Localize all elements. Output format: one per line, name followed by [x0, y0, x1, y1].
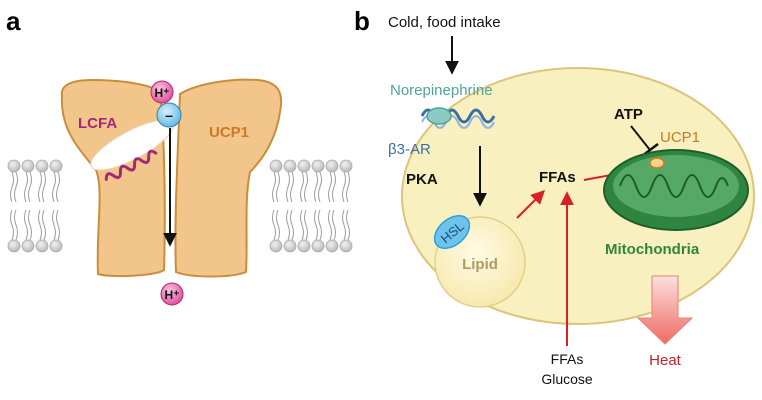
phospholipid-tail	[24, 209, 28, 241]
phospholipid-head	[7, 159, 21, 173]
phospholipid-tail	[286, 209, 290, 241]
proton-bottom: H⁺	[160, 282, 184, 306]
phospholipid-head	[325, 159, 339, 173]
phospholipid-tail	[318, 209, 322, 241]
phospholipid-head	[325, 239, 339, 253]
heat-label: Heat	[649, 352, 682, 369]
phospholipid-tail	[272, 171, 276, 203]
atp-label: ATP	[614, 106, 643, 123]
ucp1-label-b: UCP1	[660, 129, 700, 146]
phospholipid-head	[21, 159, 35, 173]
phospholipid-head	[311, 239, 325, 253]
phospholipid-head	[283, 239, 297, 253]
svg-text:H⁺: H⁺	[155, 86, 170, 100]
phospholipid-tail	[332, 209, 336, 241]
phospholipid-tail	[304, 209, 308, 241]
phospholipid-tail	[304, 171, 308, 203]
ffas-label: FFAs	[539, 169, 576, 186]
phospholipid-tail	[14, 209, 18, 241]
lcfa-label: LCFA	[78, 115, 117, 132]
heat-arrow	[636, 275, 694, 345]
panel-a-label: a	[6, 6, 21, 36]
phospholipid-head	[49, 159, 63, 173]
phospholipid-tail	[14, 171, 18, 203]
phospholipid-head	[269, 239, 283, 253]
phospholipid-tail	[38, 209, 42, 241]
phospholipid-tail	[342, 171, 346, 203]
phospholipid-tail	[300, 171, 304, 203]
phospholipid-head	[49, 239, 63, 253]
phospholipid-tail	[42, 209, 46, 241]
ucp1-dot	[649, 157, 665, 169]
stimulus-label: Cold, food intake	[388, 14, 501, 31]
phospholipid-tail	[318, 171, 322, 203]
lcfa-chain	[104, 149, 158, 181]
mitochondria-label: Mitochondria	[605, 241, 700, 258]
norepinephrine-ligand	[426, 107, 452, 125]
phospholipid-tail	[332, 171, 336, 203]
norepinephrine-label: Norepinephrine	[390, 82, 493, 99]
fatty-acid-anion: –	[156, 102, 182, 128]
phospholipid-head	[35, 159, 49, 173]
atp-inhibition-line	[630, 125, 651, 151]
phospholipid-tail	[272, 209, 276, 241]
phospholipid-tail	[290, 209, 294, 241]
panel-b-label: b	[354, 6, 370, 36]
svg-text:–: –	[165, 107, 173, 123]
phospholipid-tail	[28, 209, 32, 241]
input-glucose-label: Glucose	[541, 371, 593, 387]
phospholipid-head	[269, 159, 283, 173]
phospholipid-tail	[10, 209, 14, 241]
phospholipid-tail	[56, 171, 60, 203]
phospholipid-head	[35, 239, 49, 253]
phospholipid-head	[339, 239, 353, 253]
phospholipid-head	[339, 159, 353, 173]
phospholipid-tail	[328, 171, 332, 203]
phospholipid-tail	[276, 171, 280, 203]
input-ffas-label: FFAs	[551, 351, 584, 367]
phospholipid-head	[283, 159, 297, 173]
ucp1-right-half	[174, 78, 283, 278]
ucp1-left-half	[60, 78, 166, 278]
receptor-label: β3-AR	[388, 141, 431, 158]
phospholipid-tail	[328, 209, 332, 241]
lipid-label: Lipid	[462, 256, 498, 273]
phospholipid-tail	[10, 171, 14, 203]
phospholipid-tail	[56, 209, 60, 241]
phospholipid-head	[7, 239, 21, 253]
phospholipid-tail	[42, 171, 46, 203]
pka-label: PKA	[406, 171, 438, 188]
ucp1-label-a: UCP1	[209, 124, 249, 141]
phospholipid-head	[21, 239, 35, 253]
phospholipid-tail	[24, 171, 28, 203]
phospholipid-tail	[346, 209, 350, 241]
phospholipid-tail	[52, 171, 56, 203]
phospholipid-head	[297, 239, 311, 253]
lipolysis-arrow	[516, 190, 545, 219]
phospholipid-tail	[300, 209, 304, 241]
phospholipid-tail	[342, 209, 346, 241]
phospholipid-tail	[52, 209, 56, 241]
phospholipid-tail	[314, 209, 318, 241]
mitochondrion	[603, 149, 749, 231]
phospholipid-head	[311, 159, 325, 173]
phospholipid-tail	[28, 171, 32, 203]
phospholipid-tail	[346, 171, 350, 203]
phospholipid-tail	[38, 171, 42, 203]
phospholipid-tail	[276, 209, 280, 241]
proton-top: H⁺	[150, 80, 174, 104]
svg-text:H⁺: H⁺	[165, 288, 180, 302]
lipid-bilayer	[7, 159, 353, 253]
phospholipid-tail	[314, 171, 318, 203]
phospholipid-tail	[290, 171, 294, 203]
phospholipid-tail	[286, 171, 290, 203]
phospholipid-head	[297, 159, 311, 173]
